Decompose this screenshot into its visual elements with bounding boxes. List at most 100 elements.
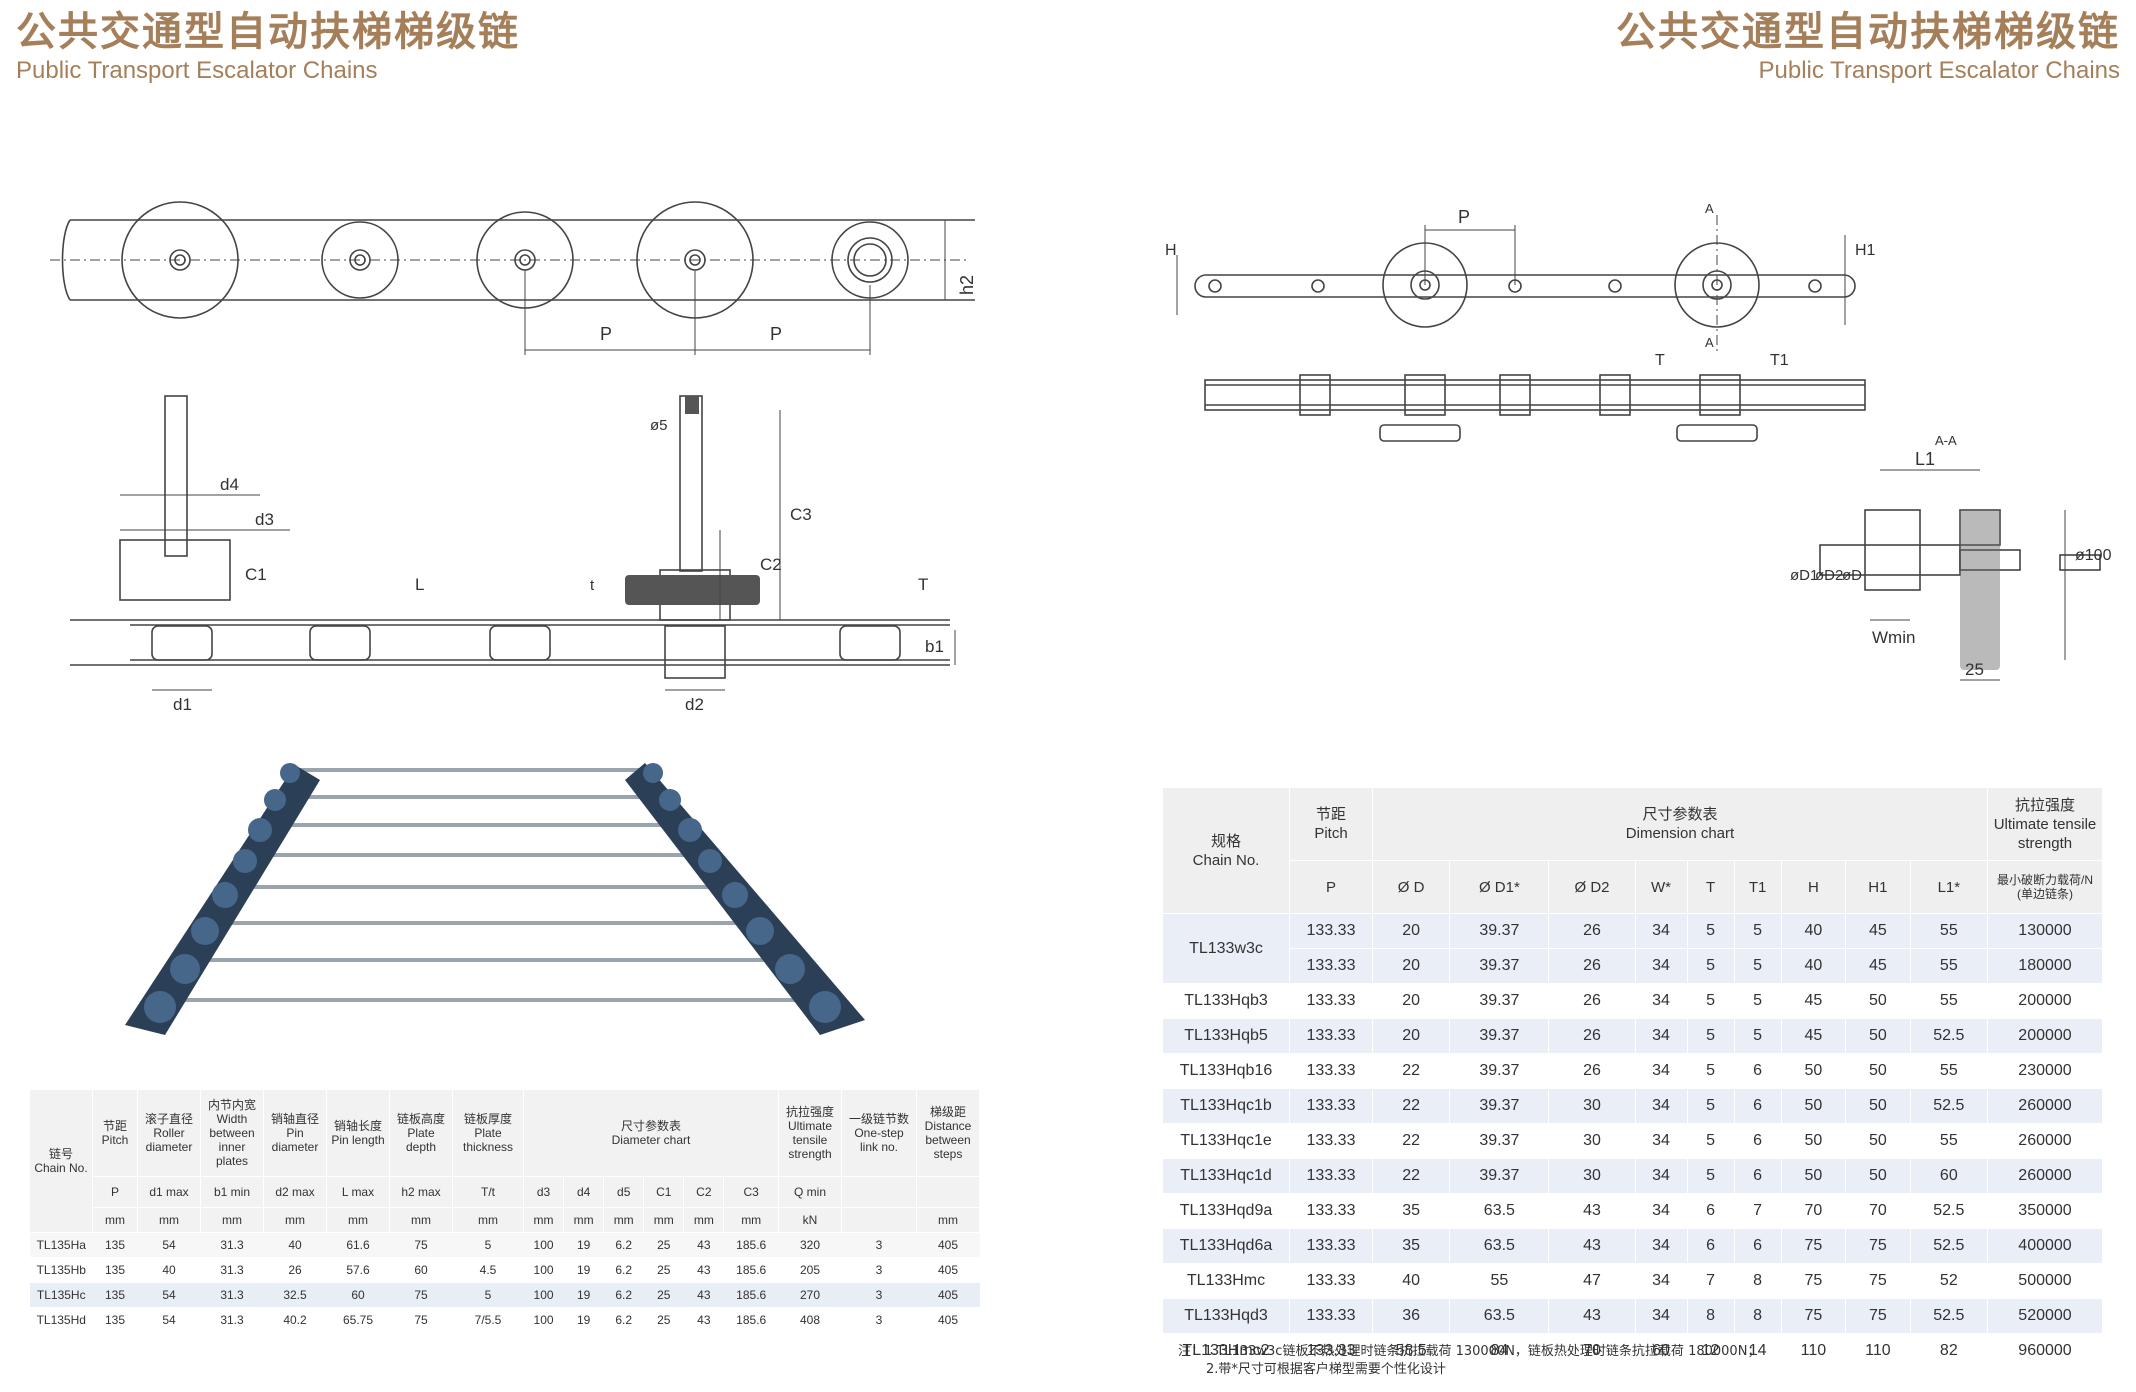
table-cell: 63.5 xyxy=(1449,1228,1550,1264)
table-cell: 6 xyxy=(1734,1228,1782,1264)
table-cell: 408 xyxy=(778,1307,842,1333)
sub-strength: 最小破断力载荷/N (单边链条) xyxy=(1987,860,2103,914)
table-cell: 8 xyxy=(1734,1298,1782,1334)
table-cell: 39.37 xyxy=(1449,913,1550,949)
table-cell: 135 xyxy=(92,1282,138,1308)
table-cell: 5 xyxy=(1687,1088,1735,1124)
table-cell: 45 xyxy=(1781,983,1847,1019)
table-cell: 8 xyxy=(1687,1298,1735,1334)
sub-t1: T1 xyxy=(1734,860,1782,914)
table-cell: 36 xyxy=(1372,1298,1451,1334)
table-cell: 22 xyxy=(1372,1123,1451,1159)
table-cell: 6 xyxy=(1734,1053,1782,1089)
dim-label-c1: C1 xyxy=(245,565,267,584)
page-title-zh-right: 公共交通型自动扶梯梯级链 xyxy=(1616,9,2120,55)
table-cell: 110 xyxy=(1781,1333,1847,1369)
table-cell: 260000 xyxy=(1987,1088,2103,1124)
table-cell: 32.5 xyxy=(263,1282,327,1308)
table-cell: 39.37 xyxy=(1449,948,1550,984)
table-cell: TL135Ha xyxy=(30,1232,93,1258)
table-cell: 6 xyxy=(1687,1228,1735,1264)
sym-d2: d2 max xyxy=(263,1176,327,1208)
dim-label-p1: P xyxy=(600,324,612,344)
sym-h2: h2 max xyxy=(389,1176,453,1208)
table-cell: 60 xyxy=(1635,1333,1688,1369)
table-cell: 25 xyxy=(643,1257,684,1283)
table-cell: 50 xyxy=(1781,1158,1847,1194)
sym-l: L max xyxy=(326,1176,390,1208)
dim-label-phi100: ø100 xyxy=(2075,547,2112,564)
table-cell: 133.33 xyxy=(1289,1158,1373,1194)
section-mark-a-bottom: A xyxy=(1705,335,1714,350)
table-cell: 180000 xyxy=(1987,948,2103,984)
dim-label-b1: b1 xyxy=(925,637,944,656)
sym-b1: b1 min xyxy=(200,1176,264,1208)
table-cell: TL135Hc xyxy=(30,1282,93,1308)
table-cell: 20 xyxy=(1372,983,1451,1019)
dim-label-d1: d1 xyxy=(173,695,192,714)
table-cell: 52.5 xyxy=(1910,1193,1989,1229)
table-cell: 405 xyxy=(916,1282,980,1308)
sub-d1: Ø D1* xyxy=(1449,860,1550,914)
table-cell: 5 xyxy=(1734,1018,1782,1054)
table-cell: 320 xyxy=(778,1232,842,1258)
table-cell: 22 xyxy=(1372,1053,1451,1089)
table-cell: 50 xyxy=(1845,1158,1911,1194)
chain-name-cell: TL133Hqc1e xyxy=(1163,1123,1290,1159)
table-cell: 520000 xyxy=(1987,1298,2103,1334)
table-cell: 260000 xyxy=(1987,1123,2103,1159)
sub-d2: Ø D2 xyxy=(1548,860,1636,914)
unit-cell: mm xyxy=(916,1207,980,1233)
table-cell: 6.2 xyxy=(603,1257,644,1283)
unit-cell: mm xyxy=(723,1207,779,1233)
table-cell: 39.37 xyxy=(1449,1158,1550,1194)
table-cell: 7/5.5 xyxy=(452,1307,524,1333)
table-cell: 43 xyxy=(683,1257,724,1283)
right-top-view-drawing: P H H1 A A T T1 xyxy=(1165,201,1876,442)
table-cell: 47 xyxy=(1548,1263,1636,1299)
note-line-1: 注：1.TL133w3c链板不热处理时链条抗拉载荷 130000N，链板热处理时… xyxy=(1178,1344,1761,1359)
table-cell: 405 xyxy=(916,1307,980,1333)
page-title-zh: 公共交通型自动扶梯梯级链 xyxy=(16,9,520,55)
table-cell: 3 xyxy=(841,1282,917,1308)
table-cell: 34 xyxy=(1635,1263,1688,1299)
chain-name-cell: TL133Hqb16 xyxy=(1163,1053,1290,1089)
sym-c1: C1 xyxy=(643,1176,685,1208)
table-cell: 5 xyxy=(452,1282,524,1308)
table-cell: 50 xyxy=(1845,1053,1911,1089)
table-cell: 55 xyxy=(1910,983,1989,1019)
table-cell: 70 xyxy=(1845,1193,1911,1229)
table-cell: TL135Hd xyxy=(30,1307,93,1333)
table-cell: 5 xyxy=(1687,1158,1735,1194)
table-cell: 63.5 xyxy=(1449,1298,1550,1334)
dim-label-d1-phi: øD1 xyxy=(1790,567,1818,584)
table-cell: 133.33 xyxy=(1289,1018,1373,1054)
table-cell: 133.33 xyxy=(1289,1088,1373,1124)
dim-label-l1: L1 xyxy=(1915,449,1935,469)
table-cell: 43 xyxy=(1548,1228,1636,1264)
table-cell: 26 xyxy=(1548,948,1636,984)
table-cell: 30 xyxy=(1548,1158,1636,1194)
dim-label-t-right: T xyxy=(1655,352,1665,369)
table-cell: 25 xyxy=(643,1232,684,1258)
table-cell: 60 xyxy=(389,1257,453,1283)
table-cell: 5 xyxy=(1687,1123,1735,1159)
table-cell: 19 xyxy=(563,1257,604,1283)
table-cell: 35 xyxy=(1372,1193,1451,1229)
table-cell: 100 xyxy=(523,1307,564,1333)
table-cell: 50 xyxy=(1781,1088,1847,1124)
sym-c3: C3 xyxy=(723,1176,779,1208)
table-cell: 34 xyxy=(1635,913,1688,949)
table-cell: 39.37 xyxy=(1449,1053,1550,1089)
